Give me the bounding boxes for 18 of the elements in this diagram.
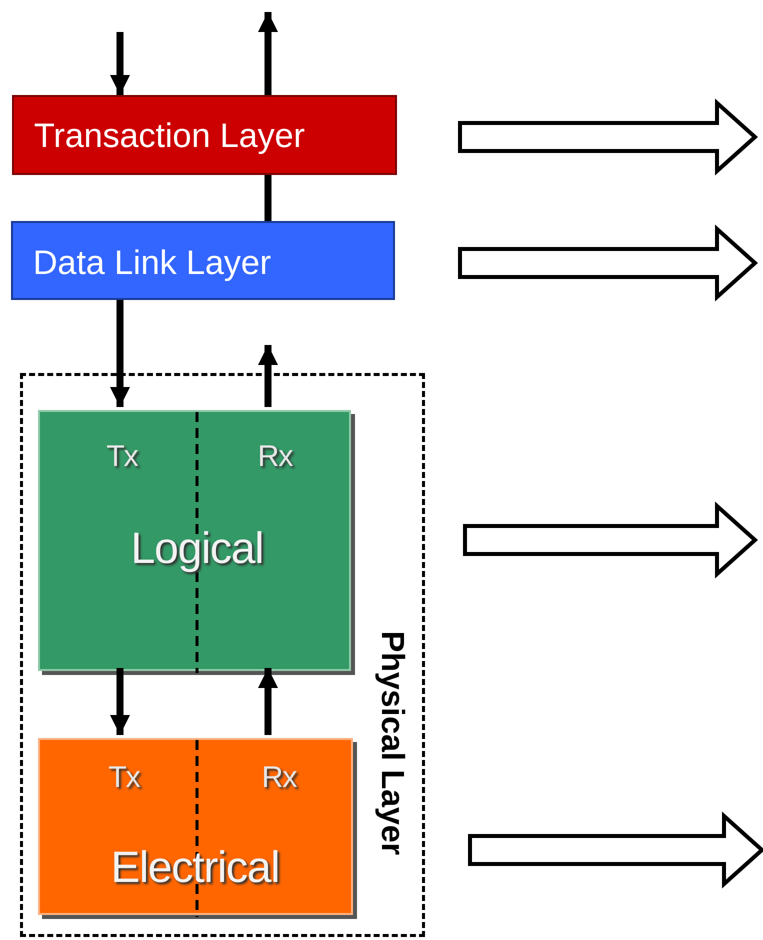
block-title: Logical (130, 527, 264, 571)
arrow (258, 12, 278, 95)
arrow (258, 345, 278, 407)
tx-label: Tx (106, 442, 138, 472)
layer-title: Data Link Layer (33, 246, 272, 280)
rx-label: Rx (258, 442, 292, 472)
dashed-group-box (20, 373, 425, 937)
layer-box (12, 95, 397, 175)
layer-box (11, 221, 395, 300)
arrow (110, 300, 130, 407)
tx-label: Tx (108, 763, 140, 793)
arrow (110, 668, 130, 735)
rx-label: Rx (262, 763, 296, 793)
arrow (258, 668, 278, 735)
connector-line (264, 175, 272, 221)
block-title: Electrical (110, 846, 280, 890)
layer-title: Transaction Layer (34, 119, 305, 153)
arrow (110, 32, 130, 95)
